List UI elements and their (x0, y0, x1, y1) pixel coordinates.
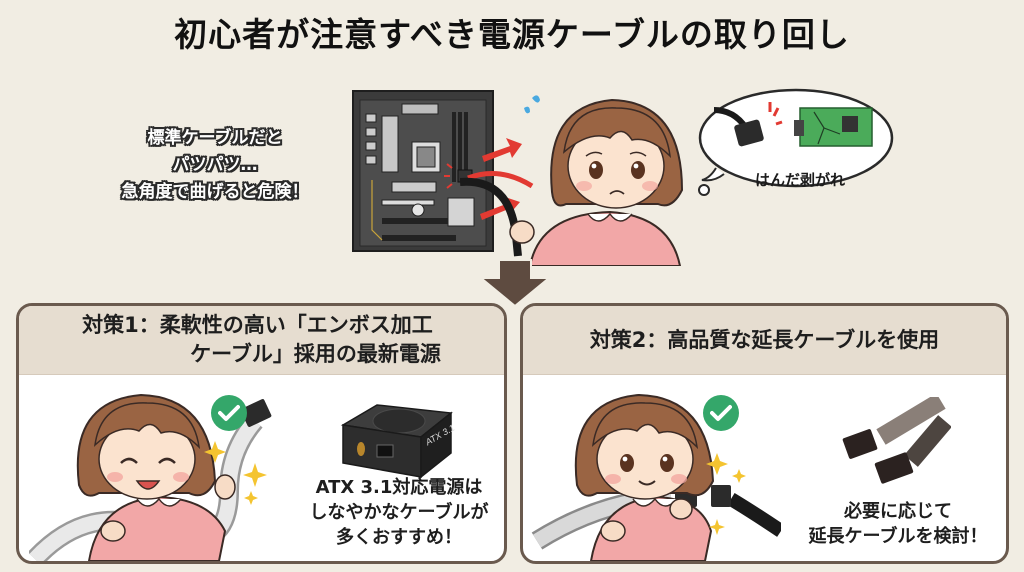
panel-caption: 必要に応じて 延長ケーブルを検討！ (783, 499, 1006, 549)
solution-panel-2: 対策2：高品質な延長ケーブルを使用 (520, 303, 1009, 564)
caption-line: しなやかなケーブルが (309, 502, 489, 523)
page-title: 初心者が注意すべき電源ケーブルの取り回し (174, 15, 850, 54)
happy-girl-illustration (29, 381, 279, 561)
speech-bubble (690, 88, 895, 198)
warning-line: 標準ケーブルだと (147, 128, 283, 148)
caption-line: 多くおすすめ！ (336, 527, 462, 548)
caption-line: 必要に応じて (844, 501, 952, 522)
solution-panel-1: 対策1：柔軟性の高い「エンボス加工 ケーブル」採用の最新電源 (16, 303, 507, 564)
panel-title-line: ケーブル」採用の最新電源 (190, 342, 441, 366)
power-supply-illustration: ATX 3.1 (337, 399, 457, 479)
panel-title: 対策1：柔軟性の高い「エンボス加工 ケーブル」採用の最新電源 (82, 311, 441, 369)
warning-line: パツパツ… (172, 155, 258, 175)
sweat-drop-icon (524, 95, 540, 114)
warning-text: 標準ケーブルだと パツパツ… 急角度で曲げると危険！ (70, 125, 360, 206)
check-icon (703, 395, 739, 431)
panel-title-line: 対策1：柔軟性の高い「エンボス加工 (82, 313, 433, 337)
down-arrow-icon (477, 258, 553, 308)
caption-line: 延長ケーブルを検討！ (808, 526, 988, 547)
worried-girl-illustration (460, 86, 700, 266)
caption-line: ATX 3.1対応電源は (315, 477, 483, 498)
panel-caption: ATX 3.1対応電源は しなやかなケーブルが 多くおすすめ！ (289, 475, 504, 550)
motherboard-illustration (352, 90, 494, 252)
warning-line: 急角度で曲げると危険！ (121, 182, 309, 202)
panel-title: 対策2：高品質な延長ケーブルを使用 (589, 327, 940, 352)
panel-header: 対策2：高品質な延長ケーブルを使用 (523, 306, 1006, 375)
smiling-girl-illustration (531, 381, 781, 561)
panel-header: 対策1：柔軟性の高い「エンボス加工 ケーブル」採用の最新電源 (19, 306, 504, 375)
speech-bubble-label: はんだ剥がれ (754, 171, 845, 189)
check-icon (211, 395, 247, 431)
extension-cable-illustration (841, 397, 951, 487)
